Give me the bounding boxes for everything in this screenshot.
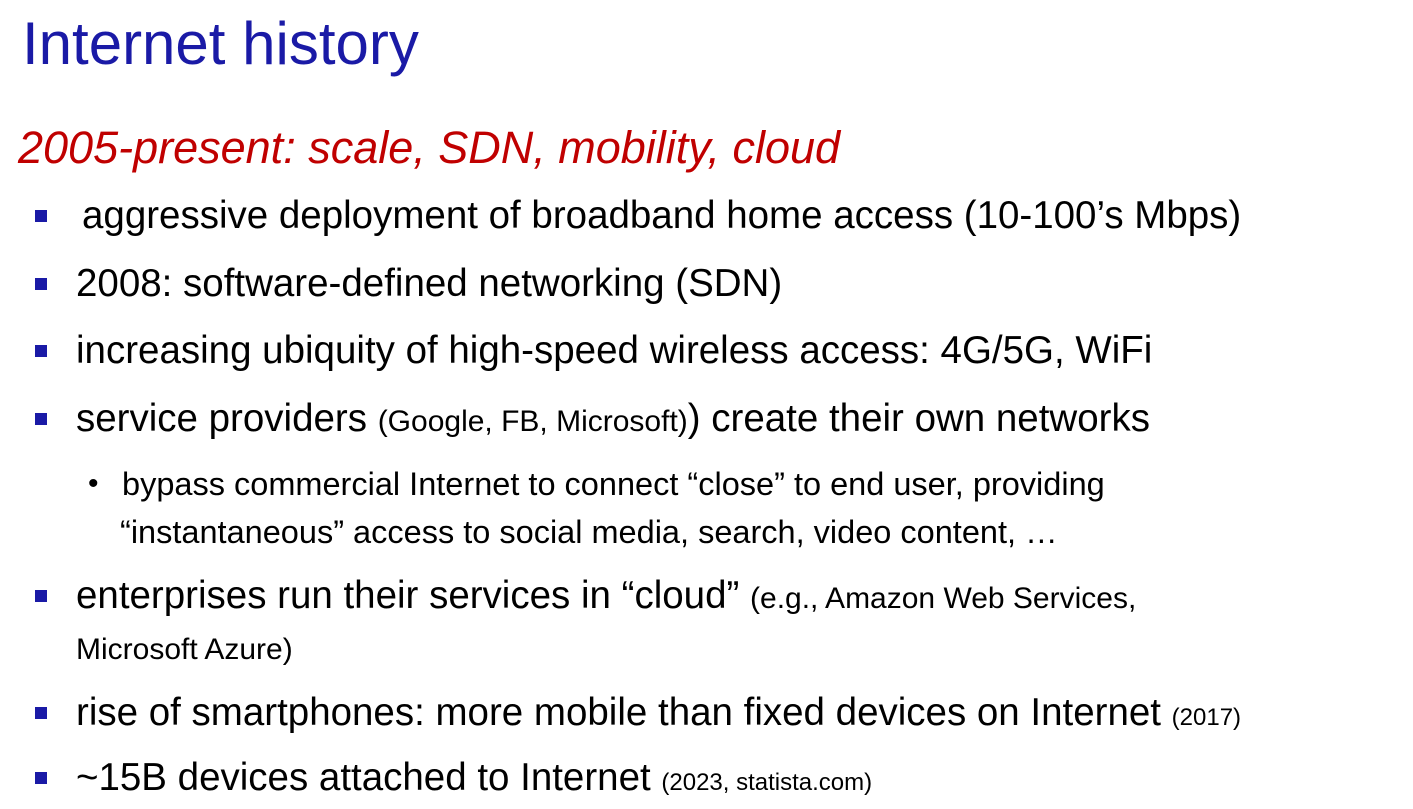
sub-bullet-line-2: “instantaneous” access to social media, … <box>120 514 1058 550</box>
bullet-text-5-main: enterprises run their services in “cloud… <box>76 574 751 617</box>
square-bullet-icon <box>35 590 47 602</box>
bullet-text-7-aside: (2023, statista.com) <box>661 769 873 796</box>
bullet-text-7: ~15B devices attached to Internet (2023,… <box>76 752 872 809</box>
bullet-text-6-aside: (2017) <box>1171 704 1242 731</box>
bullet-text-4-main: service providers <box>76 397 378 440</box>
sub-bullet-line-1: bypass commercial Internet to connect “c… <box>122 466 1105 502</box>
slide-title: Internet history <box>22 10 419 77</box>
bullet-text-4-end: ) create their own networks <box>687 397 1150 440</box>
square-bullet-icon <box>35 278 47 290</box>
dot-bullet-icon: • <box>88 467 99 500</box>
bullet-text-1: aggressive deployment of broadband home … <box>82 194 1242 237</box>
bullet-text-4: service providers (Google, FB, Microsoft… <box>76 393 1150 448</box>
bullet-text-5: enterprises run their services in “cloud… <box>76 570 1136 625</box>
bullet-text-2: 2008: software-defined networking (SDN) <box>76 262 783 305</box>
bullet-text-3: increasing ubiquity of high-speed wirele… <box>76 329 1153 372</box>
slide-subtitle: 2005-present: scale, SDN, mobility, clou… <box>18 122 841 173</box>
bullet-text-4-aside: (Google, FB, Microsoft) <box>377 405 688 438</box>
square-bullet-icon <box>35 210 47 222</box>
square-bullet-icon <box>35 413 47 425</box>
square-bullet-icon <box>35 707 47 719</box>
bullet-text-6-main: rise of smartphones: more mobile than fi… <box>76 691 1172 734</box>
square-bullet-icon <box>35 345 47 357</box>
bullet-text-6: rise of smartphones: more mobile than fi… <box>76 687 1241 744</box>
bullet-text-5-aside: (e.g., Amazon Web Services, <box>750 582 1137 615</box>
bullet-text-7-main: ~15B devices attached to Internet <box>76 756 662 799</box>
square-bullet-icon <box>35 772 47 784</box>
bullet-text-5-line-2: Microsoft Azure) <box>76 633 293 666</box>
